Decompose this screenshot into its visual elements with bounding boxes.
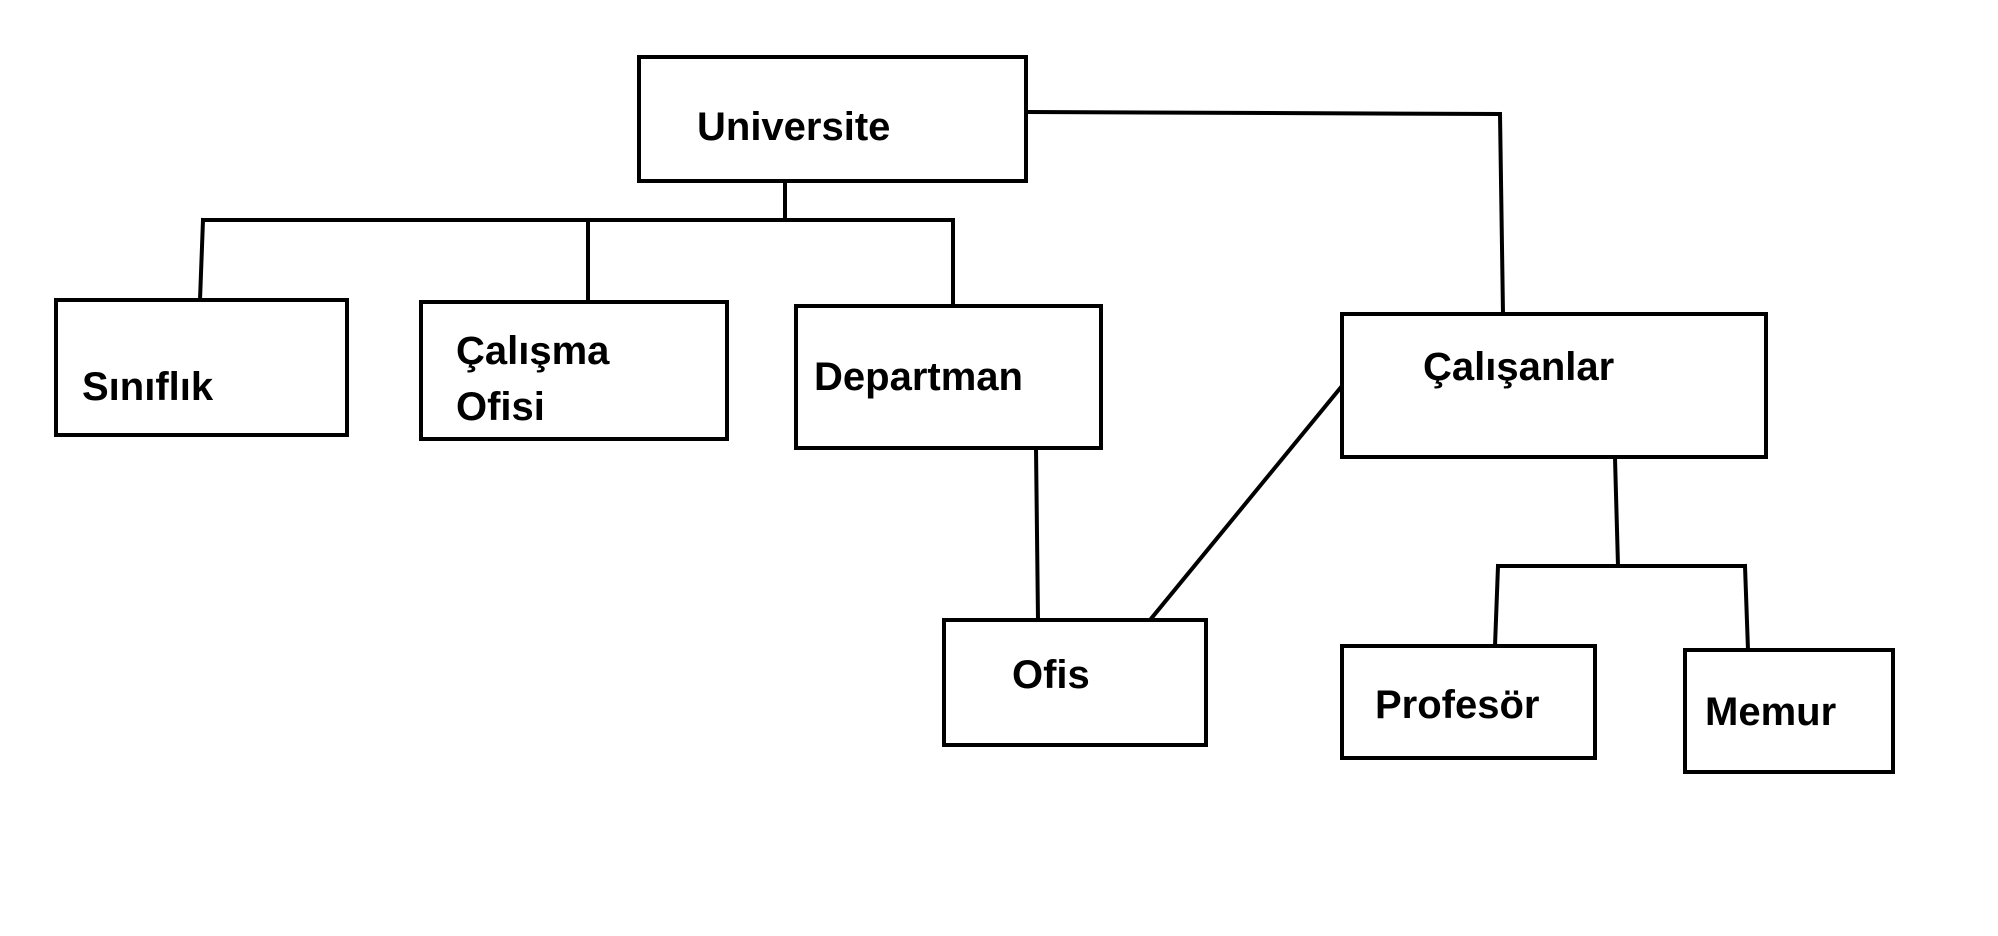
node-departman: Departman — [794, 304, 1103, 450]
node-universite: Universite — [637, 55, 1028, 183]
edge-universite-calisanlar — [1026, 109, 1506, 317]
node-label-line1: Çalışma — [456, 329, 610, 373]
node-box — [637, 55, 1028, 183]
node-label: Profesör — [1375, 683, 1540, 727]
node-box — [1683, 648, 1895, 774]
node-box — [1340, 312, 1768, 459]
node-profesor: Profesör — [1340, 644, 1597, 760]
node-label-line2: Ofisi — [456, 385, 545, 429]
node-label: Çalışanlar — [1423, 345, 1614, 389]
node-label: Ofis — [1012, 653, 1090, 697]
node-label: Sınıflık — [82, 365, 214, 409]
node-label: Universite — [697, 105, 890, 149]
edge-departman-ofis — [1033, 445, 1041, 623]
node-box — [419, 300, 729, 441]
node-box — [794, 304, 1103, 450]
connectors — [197, 109, 1751, 653]
node-box — [54, 298, 349, 437]
node-label: Memur — [1705, 690, 1836, 734]
node-box — [1340, 644, 1597, 760]
edge-split-profesor — [1492, 563, 1501, 649]
edge-calisanlar-split — [1612, 455, 1621, 569]
edge-split-memur — [1742, 563, 1751, 653]
edge-calisanlar-ofis — [1147, 383, 1345, 623]
node-label: Departman — [814, 355, 1023, 399]
node-box — [942, 618, 1208, 747]
node-memur: Memur — [1683, 648, 1895, 774]
node-ofis: Ofis — [942, 618, 1208, 747]
node-calisanlar: Çalışanlar — [1340, 312, 1768, 459]
edge-bus-siniflik — [197, 217, 206, 303]
node-calisma-ofisi: Çalışma Ofisi — [419, 300, 729, 441]
node-siniflik: Sınıflık — [54, 298, 349, 437]
